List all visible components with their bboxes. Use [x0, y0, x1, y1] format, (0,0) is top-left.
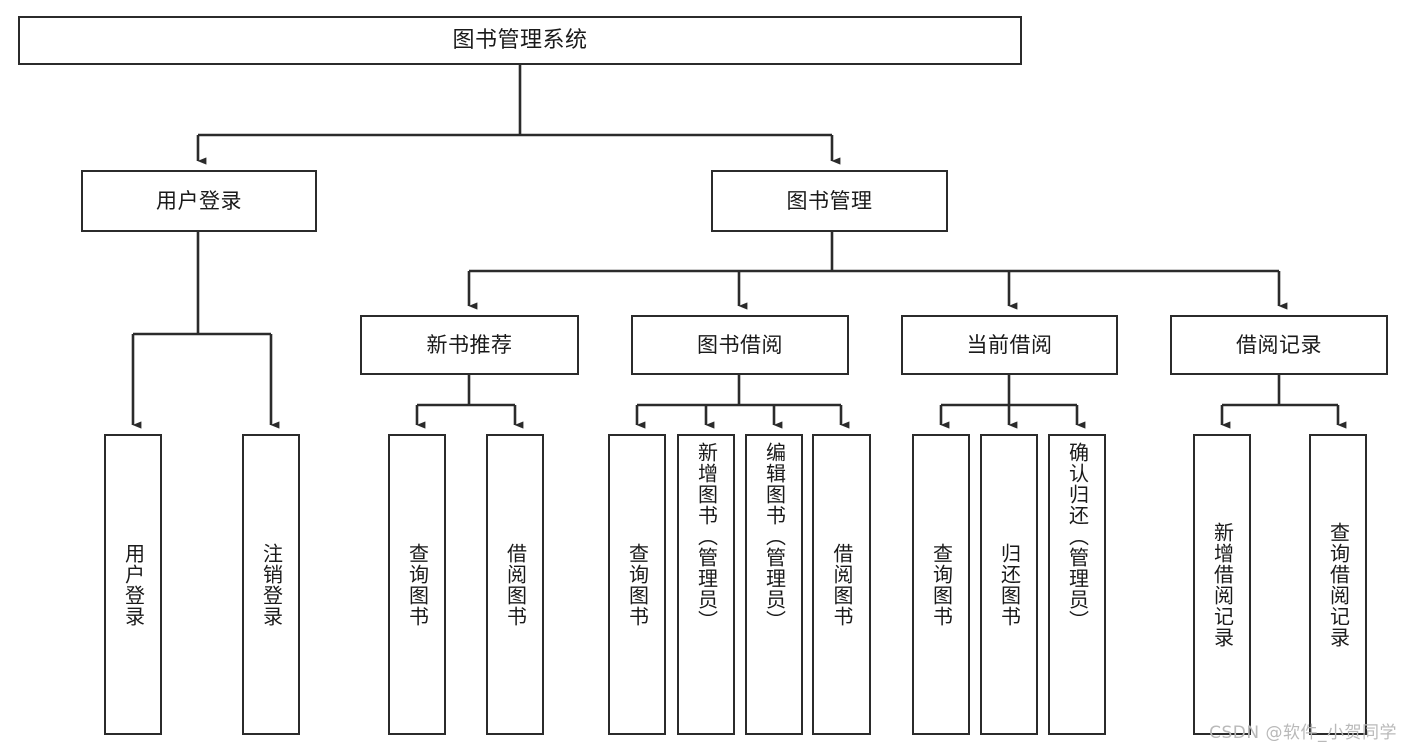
watermark-text: CSDN @软件_小贺同学	[1209, 723, 1397, 743]
node-current-borrow-label: 当前借阅	[966, 332, 1053, 357]
node-leaf-query-book-3[interactable]: 查询图书	[912, 434, 970, 735]
node-leaf-confirm-return[interactable]: 确认归还（管理员）	[1048, 434, 1106, 735]
node-leaf-return-book[interactable]: 归还图书	[980, 434, 1038, 735]
node-user-login[interactable]: 用户登录	[81, 170, 317, 232]
node-leaf-add-record[interactable]: 新增借阅记录	[1193, 434, 1251, 735]
node-leaf-user-login-label: 用户登录	[121, 542, 146, 627]
node-root-system-label: 图书管理系统	[452, 27, 588, 53]
node-leaf-borrow-book-2[interactable]: 借阅图书	[812, 434, 871, 735]
node-borrow-record[interactable]: 借阅记录	[1170, 315, 1388, 375]
node-leaf-add-book-label: 新增图书（管理员）	[694, 442, 719, 631]
node-leaf-logout-login[interactable]: 注销登录	[242, 434, 300, 735]
node-new-book-recommend[interactable]: 新书推荐	[360, 315, 579, 375]
node-leaf-query-book-3-label: 查询图书	[929, 542, 954, 627]
node-borrow-record-label: 借阅记录	[1236, 332, 1322, 357]
node-leaf-edit-book-label: 编辑图书（管理员）	[762, 442, 787, 631]
node-book-management-label: 图书管理	[786, 188, 873, 213]
node-leaf-query-record[interactable]: 查询借阅记录	[1309, 434, 1367, 735]
node-leaf-borrow-book-2-label: 借阅图书	[830, 542, 854, 627]
node-leaf-query-book-1-label: 查询图书	[405, 542, 430, 627]
node-leaf-return-book-label: 归还图书	[997, 542, 1022, 627]
node-current-borrow[interactable]: 当前借阅	[901, 315, 1118, 375]
node-leaf-query-book-2-label: 查询图书	[625, 542, 650, 627]
node-leaf-query-book-1[interactable]: 查询图书	[388, 434, 446, 735]
node-leaf-borrow-book-1-label: 借阅图书	[503, 542, 528, 627]
node-user-login-label: 用户登录	[156, 188, 242, 213]
node-leaf-user-login[interactable]: 用户登录	[104, 434, 162, 735]
node-leaf-logout-login-label: 注销登录	[259, 542, 284, 627]
node-book-borrow-label: 图书借阅	[697, 332, 783, 357]
node-book-borrow[interactable]: 图书借阅	[631, 315, 849, 375]
node-leaf-edit-book[interactable]: 编辑图书（管理员）	[745, 434, 803, 735]
node-leaf-borrow-book-1[interactable]: 借阅图书	[486, 434, 544, 735]
node-new-book-recommend-label: 新书推荐	[426, 332, 513, 357]
node-root-system[interactable]: 图书管理系统	[18, 16, 1022, 65]
node-leaf-query-record-label: 查询借阅记录	[1326, 521, 1351, 648]
node-leaf-add-record-label: 新增借阅记录	[1210, 521, 1235, 648]
node-book-management[interactable]: 图书管理	[711, 170, 948, 232]
node-leaf-confirm-return-label: 确认归还（管理员）	[1065, 442, 1090, 631]
node-leaf-add-book[interactable]: 新增图书（管理员）	[677, 434, 735, 735]
node-leaf-query-book-2[interactable]: 查询图书	[608, 434, 666, 735]
